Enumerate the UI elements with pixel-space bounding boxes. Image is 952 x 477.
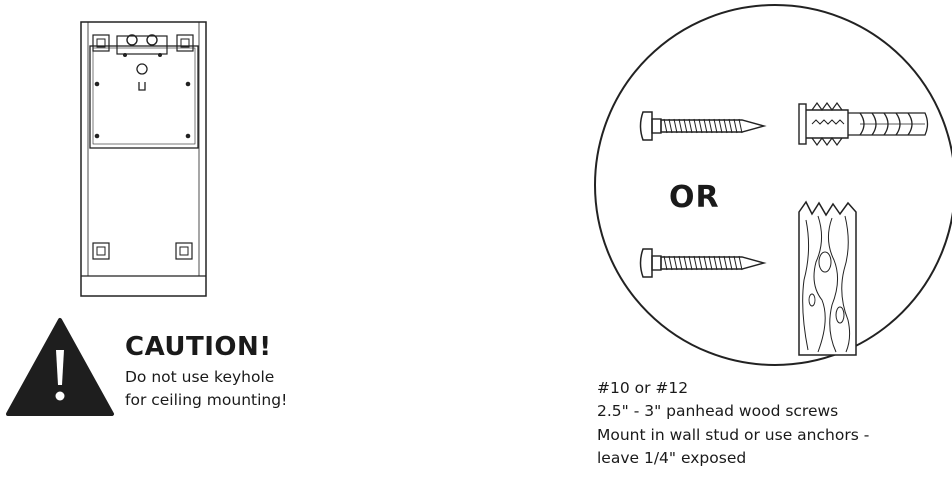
- or-label: OR: [669, 180, 720, 215]
- exposure-note: leave 1/4" exposed: [597, 449, 747, 467]
- wood-stud-icon: [798, 200, 857, 356]
- mount-instruction-note: Mount in wall stud or use anchors -: [597, 426, 870, 444]
- wall-anchor-icon: [798, 101, 929, 147]
- screw-size-note: #10 or #12: [597, 379, 689, 397]
- screw-type-note: 2.5" - 3" panhead wood screws: [597, 402, 839, 420]
- panhead-screw-icon: [639, 111, 767, 141]
- caution-text-line-2: for ceiling mounting!: [125, 391, 288, 409]
- magnified-detail-circle: [594, 4, 952, 366]
- wall-mount-bracket: [80, 21, 207, 297]
- panhead-screw-icon: [639, 248, 767, 278]
- caution-text-line-1: Do not use keyhole: [125, 368, 275, 386]
- warning-triangle-icon: [6, 318, 114, 416]
- caution-title: CAUTION!: [125, 332, 272, 362]
